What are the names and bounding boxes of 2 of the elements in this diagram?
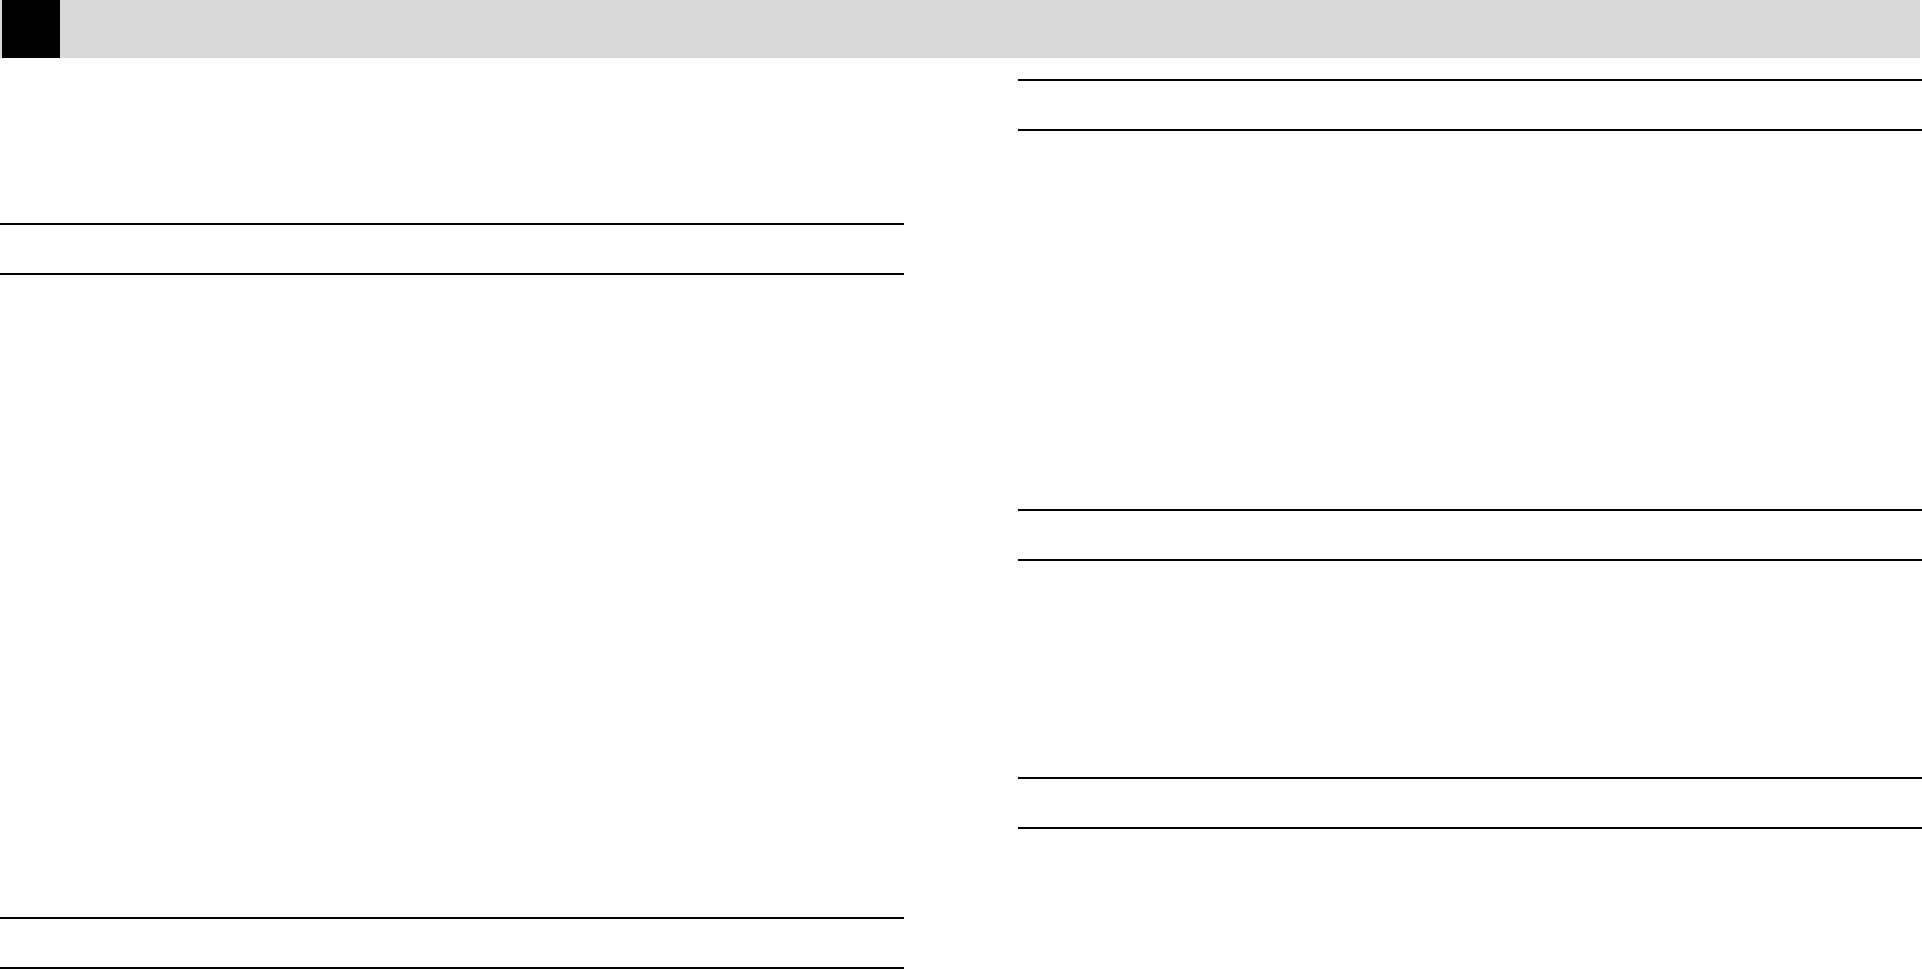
header-bar bbox=[0, 0, 1920, 58]
section-marker bbox=[2, 0, 60, 58]
